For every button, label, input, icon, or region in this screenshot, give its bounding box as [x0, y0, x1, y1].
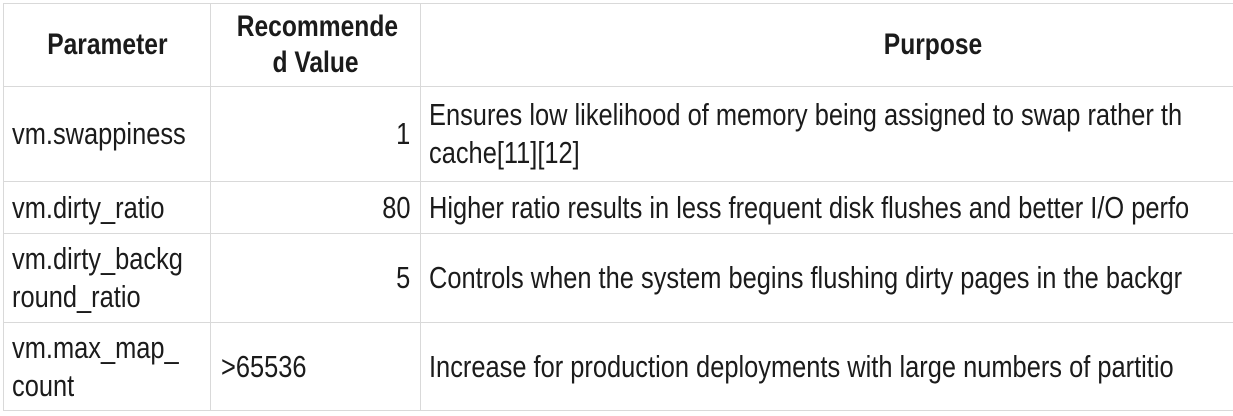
text-line-content: Recommende	[236, 10, 399, 43]
text-line: round_ratio	[12, 278, 202, 316]
text-line: vm.max_map_	[12, 329, 202, 367]
text-line: vm.dirty_ratio	[12, 189, 202, 227]
text-line: d Value	[219, 45, 412, 81]
text-line-content: Increase for production deployments with…	[429, 348, 1174, 384]
column-header-purpose: Purpose	[420, 3, 1233, 87]
text-line-content: cache[11][12]	[429, 135, 580, 170]
text-line: Controls when the system begins flushing…	[429, 259, 1233, 297]
text-line: Higher ratio results in less frequent di…	[429, 189, 1233, 227]
text-line-content: vm.dirty_backg	[12, 241, 183, 276]
parameter-cell: vm.swappiness	[3, 86, 211, 182]
value-text: >65536	[221, 348, 307, 384]
table-row: vm.max_map_count >65536 Increase for produ…	[3, 322, 1233, 411]
text-line-content: Ensures low likelihood of memory being a…	[429, 97, 1183, 132]
text-line: cache[11][12]	[429, 134, 1233, 172]
text-line-content: count	[12, 367, 75, 403]
text-line-content: d Value	[272, 46, 359, 79]
text-line-content: round_ratio	[12, 279, 141, 314]
text-line-content: Purpose	[884, 28, 983, 61]
table-row: vm.dirty_ratio 80 Higher ratio results in …	[3, 181, 1233, 234]
text-line-content: vm.dirty_ratio	[12, 189, 165, 225]
text-line: vm.swappiness	[12, 115, 202, 153]
text-line: vm.dirty_backg	[12, 240, 202, 278]
purpose-cell: Higher ratio results in less frequent di…	[420, 181, 1233, 234]
value-text: 5	[395, 260, 410, 295]
value-cell: 80	[210, 181, 421, 234]
value-cell: >65536	[210, 322, 421, 411]
text-line: Purpose	[429, 27, 1233, 63]
text-line-content: vm.swappiness	[12, 116, 186, 151]
value-cell: 5	[210, 233, 421, 323]
text-line: count	[12, 367, 202, 405]
parameter-cell: vm.max_map_count	[3, 322, 211, 411]
purpose-cell: Controls when the system begins flushing…	[420, 233, 1233, 323]
text-line: Increase for production deployments with…	[429, 348, 1233, 386]
table-row: vm.swappiness 1 Ensures low likelihood of …	[3, 86, 1233, 182]
value-cell: 1	[210, 86, 421, 182]
value-text: 1	[395, 116, 410, 151]
purpose-cell: Ensures low likelihood of memory being a…	[420, 86, 1233, 182]
parameter-cell: vm.dirty_ratio	[3, 181, 211, 234]
text-line-content: Parameter	[46, 28, 168, 61]
column-header-parameter: Parameter	[3, 3, 211, 87]
value-text: 80	[381, 189, 410, 225]
text-line-content: Higher ratio results in less frequent di…	[429, 189, 1190, 225]
text-line-content: vm.max_map_	[12, 329, 179, 365]
text-line-content: Controls when the system begins flushing…	[429, 260, 1183, 295]
text-line: Ensures low likelihood of memory being a…	[429, 96, 1233, 134]
text-line: Parameter	[12, 27, 202, 63]
text-line: Recommende	[219, 9, 412, 45]
purpose-cell: Increase for production deployments with…	[420, 322, 1233, 411]
